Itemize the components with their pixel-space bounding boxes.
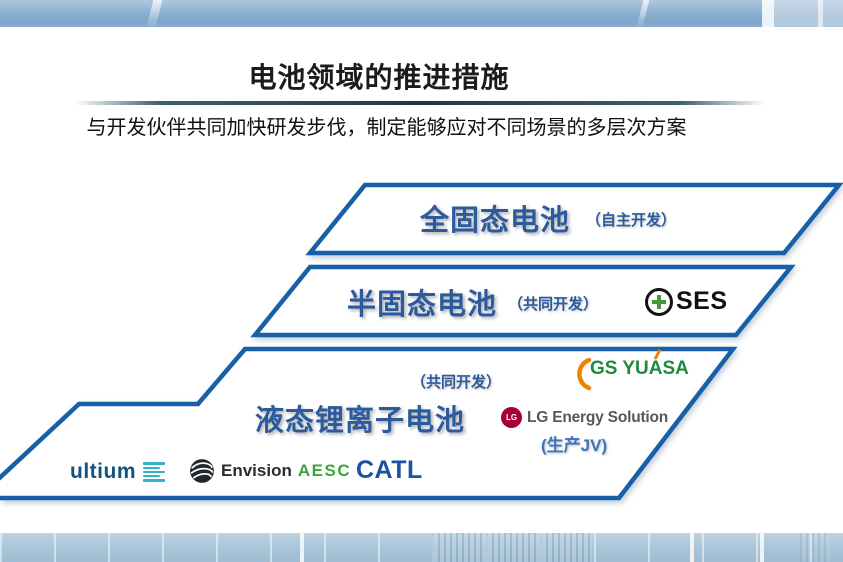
catl-wordmark: CATL	[356, 456, 423, 484]
band-liquid-li-ion-battery	[0, 346, 738, 501]
gs-yuasa-arc-icon	[577, 357, 592, 391]
bottom-bar-stripe	[300, 533, 304, 562]
page-title: 电池领域的推进措施	[248, 62, 510, 93]
catl-logo: CATL	[356, 456, 423, 485]
ses-plus-icon	[645, 287, 673, 316]
ses-wordmark: SES	[676, 287, 728, 315]
page-subtitle: 与开发伙伴共同加快研发步伐，制定能够应对不同场景的多层次方案	[86, 117, 687, 139]
lg-jv-note: (生产JV)	[541, 436, 608, 455]
tier-semi-solid-label: 半固态电池	[347, 289, 498, 321]
ultium-logo: ultium	[70, 460, 165, 484]
aesc-wordmark: AESC	[297, 461, 352, 480]
top-bar-stripe	[762, 0, 774, 27]
bottom-bar-stripe-cluster	[800, 533, 830, 562]
tier-liquid-label: 液态锂离子电池	[255, 405, 466, 437]
title-divider	[75, 101, 765, 105]
bottom-bar-stripe	[760, 533, 764, 562]
bottom-bar-stripe-cluster	[432, 533, 592, 562]
bottom-bar-stripe	[690, 533, 694, 562]
band-semi-solid-battery	[250, 264, 796, 338]
tier-all-solid-label: 全固态电池	[420, 205, 571, 237]
envision-aesc-logo: Envision AESC	[189, 458, 351, 484]
gs-yuasa-logo: GS YUASA	[570, 348, 689, 392]
top-bar-stripe	[818, 0, 823, 27]
ses-logo: SES	[645, 287, 728, 316]
gs-yuasa-wordmark: GS YUASA	[590, 358, 689, 379]
tier-semi-solid-note: （共同开发）	[508, 296, 599, 313]
tier-liquid-note: （共同开发）	[411, 374, 502, 391]
ultium-wordmark: ultium	[70, 460, 136, 483]
lg-wordmark: LG Energy Solution	[527, 408, 669, 426]
gs-yuasa-wordmark-wrap: GS YUASA	[590, 348, 689, 380]
envision-swirl-icon	[190, 459, 214, 483]
ultium-bars-icon	[143, 462, 165, 482]
top-decor-bar	[0, 0, 843, 27]
tier-all-solid-note: （自主开发）	[586, 212, 677, 229]
envision-wordmark: Envision	[221, 461, 292, 480]
bottom-decor-bar	[0, 533, 843, 562]
lg-mark-icon: LG	[501, 407, 522, 428]
lg-mark-letters: LG	[505, 413, 518, 422]
band-all-solid-battery	[305, 182, 843, 256]
top-bar-right-panel	[774, 0, 843, 27]
lg-energy-solution-logo: LG LG Energy Solution	[501, 407, 668, 428]
